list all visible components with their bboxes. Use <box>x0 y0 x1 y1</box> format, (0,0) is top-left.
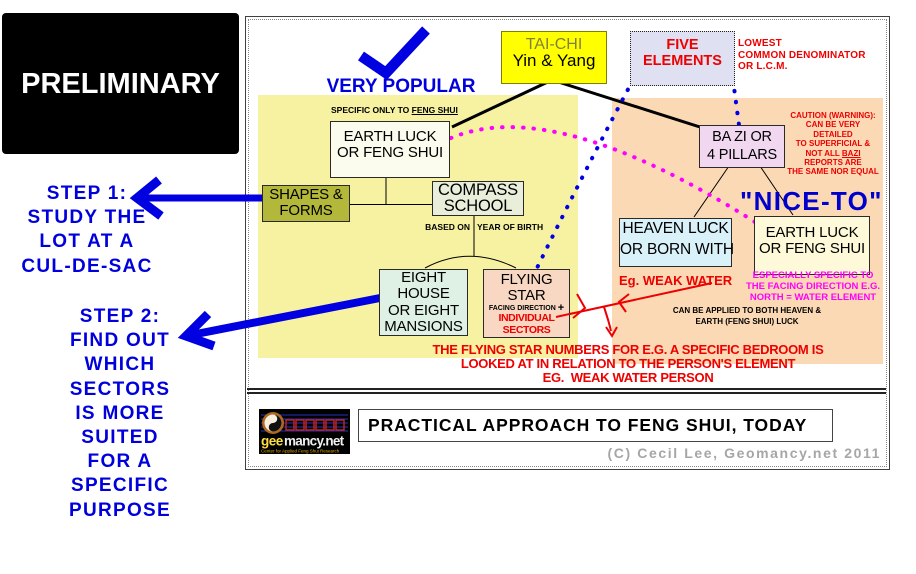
svg-text:Center for Applied Feng Shui R: Center for Applied Feng Shui Research <box>261 449 340 454</box>
svg-text:gee: gee <box>261 434 284 449</box>
svg-text:mancy.net: mancy.net <box>284 434 345 449</box>
